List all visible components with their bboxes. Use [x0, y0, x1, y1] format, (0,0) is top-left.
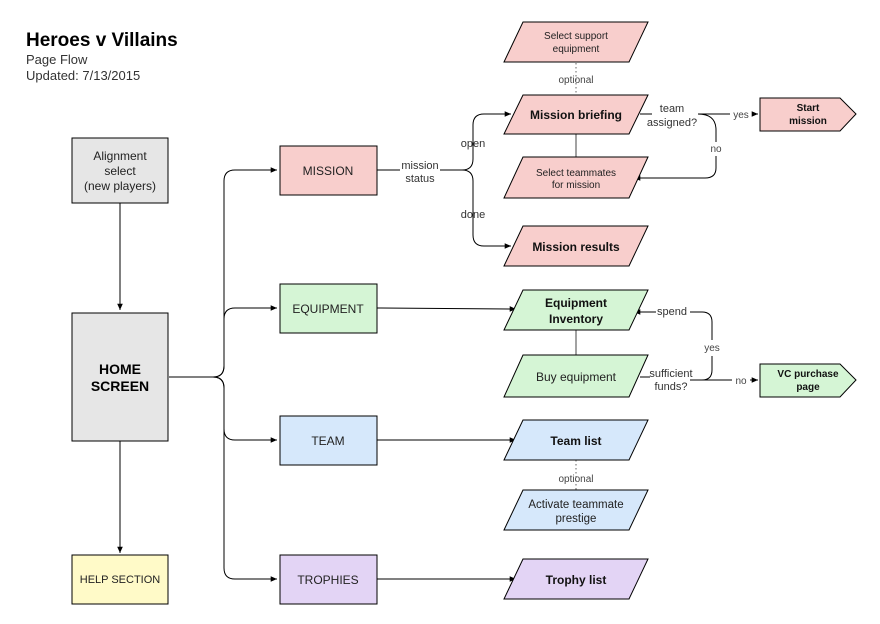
- vc-purchase-label-1: VC purchase: [777, 369, 839, 380]
- help-label: HELP SECTION: [80, 574, 161, 586]
- edge-label-done: done: [461, 209, 485, 221]
- edge-yes-2-b: [690, 311, 713, 340]
- edge-equipment-to-inventory: [376, 306, 517, 312]
- inventory-label-2: Inventory: [549, 312, 603, 326]
- edge-yes-2-a: [690, 356, 713, 381]
- node-start-mission: Start mission: [759, 97, 857, 132]
- edge-status-open-to-briefing: [440, 111, 511, 171]
- node-equipment: EQUIPMENT: [279, 283, 378, 334]
- alignment-label-1: Alignment: [93, 149, 147, 163]
- vc-purchase-label-2: page: [796, 382, 820, 393]
- diagram-subtitle: Page Flow: [26, 52, 88, 67]
- start-mission-label-1: Start: [797, 103, 820, 114]
- team-label: TEAM: [311, 434, 344, 448]
- node-select-teammates: Select teammates for mission: [503, 156, 649, 199]
- edge-label-optional-1: optional: [558, 75, 593, 86]
- node-mission-briefing: Mission briefing: [503, 94, 649, 135]
- edge-label-team-assigned-2: assigned?: [647, 117, 697, 129]
- edge-label-mission-status-2: status: [405, 173, 435, 185]
- edge-label-team-assigned-1: team: [660, 103, 684, 115]
- alignment-label-2: select: [104, 164, 136, 178]
- node-trophy-list: Trophy list: [503, 558, 649, 600]
- node-trophies: TROPHIES: [279, 554, 378, 605]
- start-mission-label-2: mission: [789, 116, 827, 127]
- buy-equipment-label: Buy equipment: [536, 370, 617, 384]
- node-buy-equipment: Buy equipment: [503, 354, 649, 398]
- edge-label-no-2: no: [735, 376, 747, 387]
- trophies-label: TROPHIES: [297, 573, 358, 587]
- edge-label-optional-2: optional: [558, 474, 593, 485]
- edge-home-to-mission: [169, 167, 277, 378]
- support-equipment-label-2: equipment: [553, 44, 600, 55]
- team-list-label: Team list: [550, 434, 601, 448]
- node-vc-purchase-page: VC purchase page: [759, 363, 857, 398]
- node-alignment-select: Alignment select (new players): [71, 137, 169, 204]
- edge-label-yes-1: yes: [733, 110, 749, 121]
- edge-label-sufficient-funds-2: funds?: [654, 381, 687, 393]
- mission-results-label: Mission results: [532, 240, 620, 254]
- node-equipment-inventory: Equipment Inventory: [503, 289, 649, 331]
- mission-briefing-label: Mission briefing: [530, 108, 622, 122]
- edge-home-to-team: [212, 376, 277, 443]
- edge-status-done-to-results: [461, 169, 511, 249]
- edge-no-1-a: [697, 113, 717, 142]
- edge-label-no-1: no: [710, 144, 722, 155]
- inventory-label-1: Equipment: [545, 296, 607, 310]
- node-select-support-equipment: Select support equipment: [503, 21, 649, 63]
- edge-label-sufficient-funds-1: sufficient: [649, 368, 692, 380]
- edge-label-yes-2: yes: [704, 343, 720, 354]
- select-teammates-label-2: for mission: [552, 180, 600, 191]
- node-activate-prestige: Activate teammate prestige: [503, 489, 649, 531]
- edge-home-to-equipment: [212, 305, 277, 378]
- edge-label-spend: spend: [657, 306, 687, 318]
- trophy-list-label: Trophy list: [546, 573, 607, 587]
- node-help-section: HELP SECTION: [71, 554, 169, 605]
- diagram-title: Heroes v Villains: [26, 30, 178, 51]
- edge-label-open: open: [461, 138, 485, 150]
- node-team-list: Team list: [503, 419, 649, 461]
- alignment-label-3: (new players): [84, 179, 156, 193]
- equipment-label: EQUIPMENT: [292, 302, 364, 316]
- home-label-2: SCREEN: [91, 378, 149, 394]
- activate-prestige-label-2: prestige: [556, 513, 597, 525]
- node-mission-results: Mission results: [503, 225, 649, 267]
- support-equipment-label-1: Select support: [544, 31, 608, 42]
- mission-label: MISSION: [303, 164, 354, 178]
- node-mission: MISSION: [279, 145, 378, 196]
- edge-home-to-trophies: [212, 376, 277, 582]
- edge-label-mission-status-1: mission: [401, 160, 438, 172]
- home-label-1: HOME: [99, 361, 141, 377]
- node-team: TEAM: [279, 415, 378, 466]
- diagram-updated-date: Updated: 7/13/2015: [26, 68, 140, 83]
- node-home-screen: HOME SCREEN: [71, 312, 169, 442]
- edge-no-1-to-teammates: [634, 156, 717, 181]
- select-teammates-label-1: Select teammates: [536, 168, 616, 179]
- activate-prestige-label-1: Activate teammate: [528, 499, 623, 511]
